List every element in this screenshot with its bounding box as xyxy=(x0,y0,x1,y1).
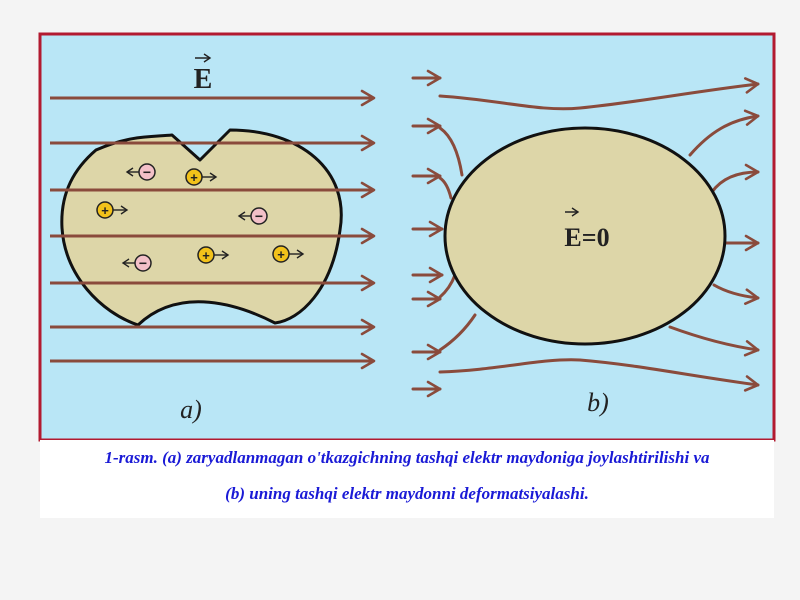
svg-text:−: − xyxy=(255,208,263,224)
field-vector-label-a: E xyxy=(194,53,213,95)
svg-text:E=0: E=0 xyxy=(564,223,609,252)
positive-charge: + xyxy=(197,246,230,264)
negative-charge: − xyxy=(121,254,152,272)
positive-charge: + xyxy=(96,201,129,219)
positive-charge: + xyxy=(272,245,305,263)
svg-text:+: + xyxy=(101,203,109,218)
field-lines-b xyxy=(411,69,760,398)
caption-line-1: 1-rasm. (a) zaryadlanmagan o'tkazgichnin… xyxy=(104,448,710,467)
panel-label-b: b) xyxy=(587,388,609,417)
panel-label-a: a) xyxy=(180,395,202,424)
positive-charge: + xyxy=(185,168,218,186)
svg-text:E: E xyxy=(194,64,213,95)
svg-text:−: − xyxy=(139,255,147,271)
svg-text:+: + xyxy=(277,247,285,262)
svg-text:−: − xyxy=(143,164,151,180)
svg-text:+: + xyxy=(202,248,210,263)
panel-b: E=0 b) xyxy=(411,69,760,417)
conductor-a xyxy=(60,128,343,327)
field-lines-a xyxy=(50,89,376,370)
caption-line-2: (b) uning tashqi elektr maydonni deforma… xyxy=(225,484,589,503)
figure-caption: 1-rasm. (a) zaryadlanmagan o'tkazgichnin… xyxy=(40,440,774,518)
negative-charge: − xyxy=(125,163,156,181)
panel-a: E − + + − − + xyxy=(50,53,376,424)
conductor-b xyxy=(443,126,727,346)
negative-charge: − xyxy=(237,207,268,225)
field-zero-label-b: E=0 xyxy=(564,207,610,252)
svg-text:+: + xyxy=(190,170,198,185)
